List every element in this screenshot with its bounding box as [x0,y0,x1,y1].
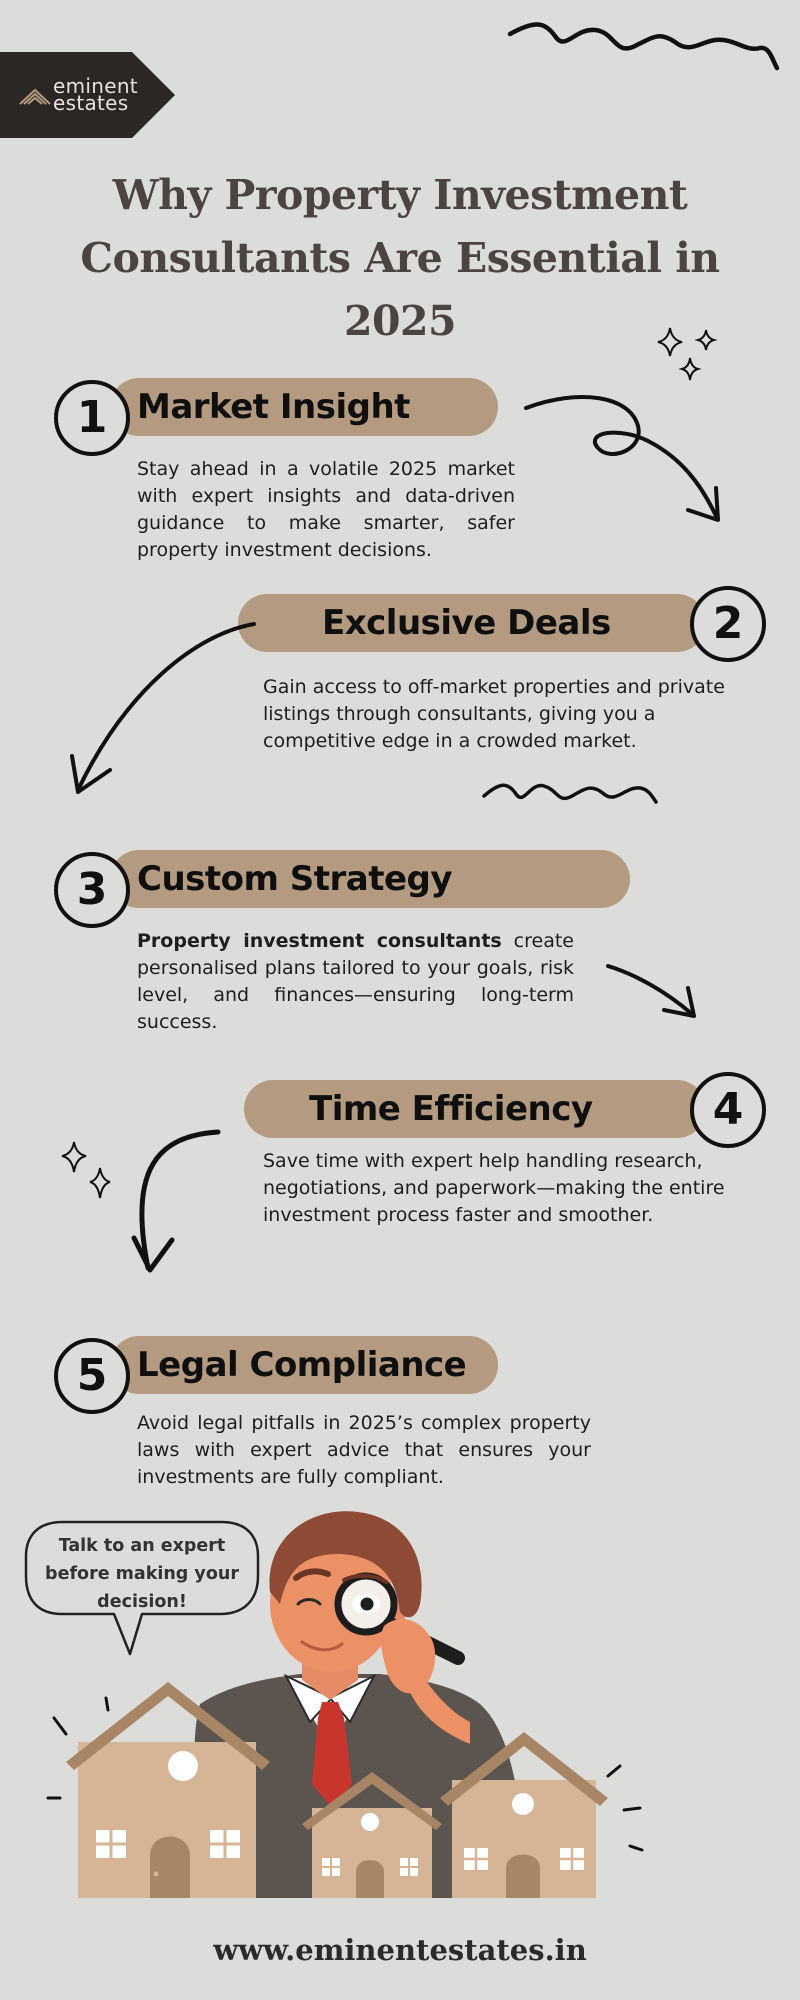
section-2-pill [238,594,706,652]
callout-text: Talk to an expert before making your dec… [36,1532,248,1616]
section-2-text: Gain access to off-market properties and… [263,676,725,752]
section-4-heading: Time Efficiency [309,1089,593,1129]
section-5-pill [110,1336,498,1394]
section-3-heading: Custom Strategy [137,859,453,899]
section-1-pill [110,378,498,436]
section-3-text: Property investment consultants create p… [137,928,574,1036]
section-1-text: Stay ahead in a volatile 2025 market wit… [137,458,515,561]
section-1-heading: Market Insight [137,387,410,427]
curved-arrow-icon [524,395,720,522]
section-3-text-rest: create personalised plans tailored to yo… [137,930,574,1033]
house-icon [440,1732,608,1898]
sparkle-icon [657,327,718,381]
title-line-2: Consultants Are Essential in 2025 [80,234,720,345]
arrow-icon [606,964,696,1018]
section-5-heading: Legal Compliance [137,1345,467,1385]
squiggle-decoration [507,22,780,71]
hand [380,1618,436,1694]
sparkle-icon [61,1141,111,1199]
roof-lines-icon [19,88,51,105]
callout-line-3: decision! [97,1592,187,1612]
squiggle-decoration [482,783,658,804]
logo-line-1: eminent [53,74,138,98]
speech-bubble [24,1520,260,1656]
callout-line-1: Talk to an expert [58,1536,226,1556]
section-2-number: 2 [690,586,766,662]
section-4-number: 4 [690,1072,766,1148]
title-line-1: Why Property Investment [112,171,688,219]
section-3-number: 3 [54,852,130,928]
curved-arrow-icon [131,1129,221,1273]
tie [312,1702,352,1808]
section-3-pill [110,850,630,908]
section-5-text: Avoid legal pitfalls in 2025’s complex p… [137,1412,591,1488]
website-url[interactable]: www.eminentestates.in [213,1933,587,1967]
section-4-pill [244,1080,706,1138]
section-4-text: Save time with expert help handling rese… [263,1150,725,1226]
house-icon [66,1682,270,1898]
section-1-number: 1 [54,380,130,456]
logo-line-2: estates [53,91,129,115]
consultant-with-houses-illustration [46,1511,644,1898]
hair [269,1511,422,1618]
callout-line-2: before making your [45,1564,239,1584]
section-5-number: 5 [54,1338,130,1414]
brand-logo[interactable]: eminent estates [0,52,175,138]
house-icon [302,1772,442,1898]
logo-wordmark: eminent estates [53,74,138,115]
section-2-heading: Exclusive Deals [322,603,611,643]
curved-arrow-icon [70,622,256,794]
section-3-text-bold: Property investment consultants [137,930,502,952]
page-title: Why Property Investment Consultants Are … [20,164,780,353]
